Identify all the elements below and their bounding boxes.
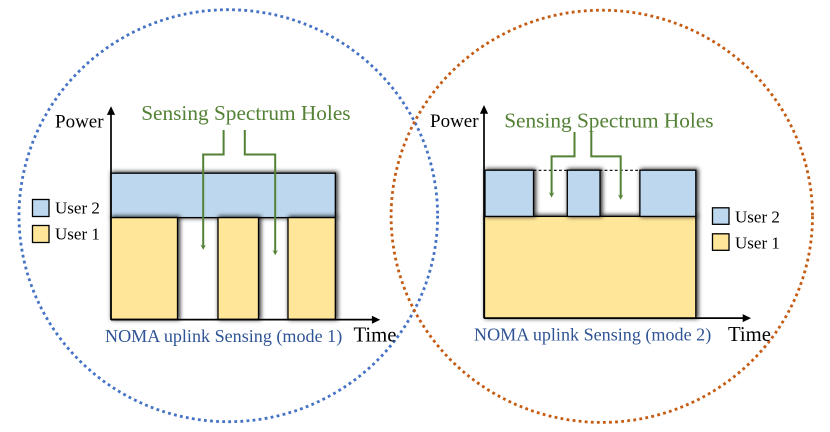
svg-text:Sensing Spectrum Holes: Sensing Spectrum Holes xyxy=(141,101,350,125)
svg-text:Sensing Spectrum Holes: Sensing Spectrum Holes xyxy=(504,109,713,133)
svg-text:Power: Power xyxy=(430,111,479,132)
svg-text:User 2: User 2 xyxy=(735,207,780,226)
svg-text:Time: Time xyxy=(354,325,397,347)
svg-text:Time: Time xyxy=(728,324,771,346)
svg-text:User 1: User 1 xyxy=(55,225,100,244)
svg-text:NOMA uplink Sensing (mode 2): NOMA uplink Sensing (mode 2) xyxy=(474,325,711,346)
svg-text:Power: Power xyxy=(55,112,104,133)
svg-text:User 1: User 1 xyxy=(735,233,780,252)
svg-text:User 2: User 2 xyxy=(55,199,100,218)
svg-text:NOMA uplink Sensing (mode 1): NOMA uplink Sensing (mode 1) xyxy=(105,326,342,347)
